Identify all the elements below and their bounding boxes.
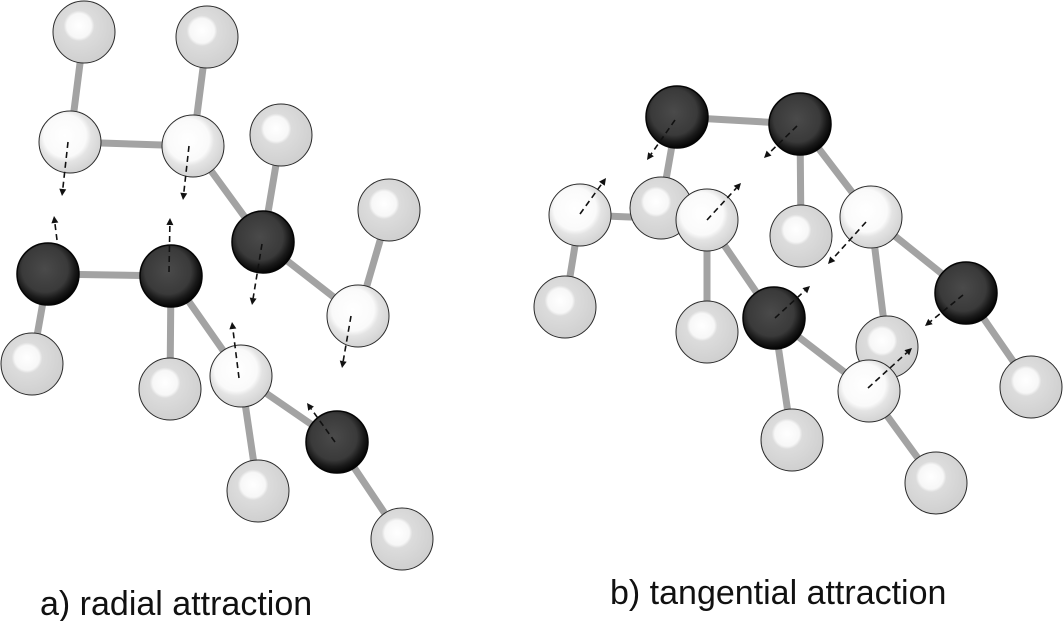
caption-radial-attraction: a) radial attraction [40, 585, 312, 621]
dark-atom [139, 244, 203, 308]
attraction-arrow [828, 221, 867, 264]
atoms-group-a [0, 0, 434, 571]
light-atom [769, 204, 833, 268]
attraction-arrow [166, 218, 174, 273]
dark-atom [231, 210, 295, 274]
light-atom [226, 459, 290, 523]
attraction-arrow [774, 286, 810, 319]
dark-atom [645, 85, 709, 149]
light-atom [999, 355, 1063, 419]
light-atom [0, 332, 64, 396]
light-atom [904, 451, 968, 515]
surface-atom [548, 183, 612, 247]
attraction-arrow [579, 178, 606, 215]
attraction-arrow [867, 348, 912, 389]
surface-atom [38, 110, 102, 174]
light-atom [760, 408, 824, 472]
attraction-arrow [249, 243, 263, 305]
attraction-arrow [229, 322, 240, 379]
light-atom [370, 507, 434, 571]
light-atom [249, 103, 313, 167]
attraction-arrow [180, 145, 190, 200]
attraction-arrow [925, 294, 964, 326]
attraction-arrow [59, 141, 69, 196]
light-atom [533, 275, 597, 339]
panel-radial-attraction [0, 0, 434, 571]
dark-atom [768, 92, 832, 156]
surface-atom [839, 185, 903, 249]
attraction-arrow [706, 183, 741, 221]
panel-tangential-attraction [533, 85, 1063, 515]
surface-atom [326, 284, 390, 348]
light-atom [675, 300, 739, 364]
light-atom [52, 0, 116, 64]
caption-tangential-attraction: b) tangential attraction [610, 574, 946, 612]
dark-atom [305, 410, 369, 474]
surface-atom [161, 114, 225, 178]
attraction-arrow [764, 125, 798, 158]
attraction-arrow [51, 216, 59, 241]
surface-atom [209, 344, 273, 408]
dark-atom [16, 242, 80, 306]
light-atom [357, 178, 421, 242]
atoms-group-b [533, 85, 1063, 515]
attraction-arrow [339, 315, 352, 368]
surface-atom [837, 359, 901, 423]
attraction-arrow [307, 403, 336, 443]
arrows-group-b [579, 119, 964, 389]
dark-atom [742, 286, 806, 350]
light-atom [138, 357, 202, 421]
attraction-arrow [647, 119, 676, 160]
arrows-group-a [51, 141, 352, 443]
light-atom [175, 5, 239, 69]
dark-atom [934, 261, 998, 325]
